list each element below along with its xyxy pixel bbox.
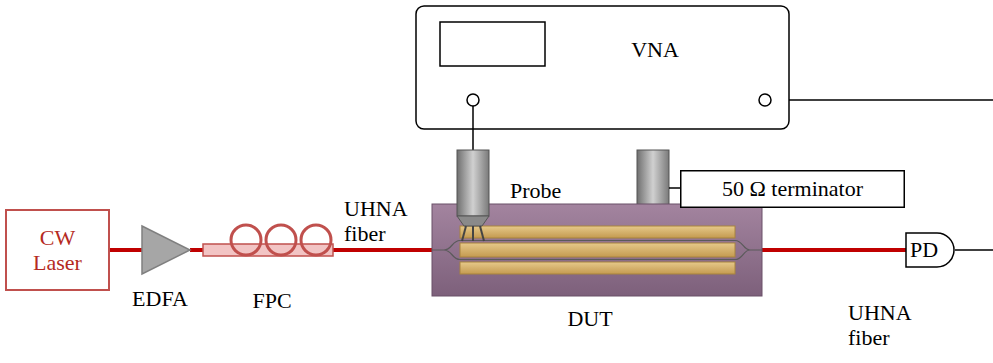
node-label: FPC (240, 288, 304, 313)
terminator-box: 50 Ω terminator (680, 170, 905, 208)
rf-wire (669, 187, 680, 189)
node-label: PD (907, 232, 941, 268)
fiber-label: UHNA fiber (344, 196, 424, 247)
optical-fiber (333, 248, 432, 252)
optical-fiber (109, 248, 142, 252)
optical-fiber (190, 248, 203, 252)
node-label: VNA (610, 37, 700, 62)
laser-box: CW Laser (5, 209, 110, 291)
rf-wire (771, 99, 993, 101)
node-label: Probe (510, 178, 582, 203)
polarization-controller: FPC (200, 222, 336, 316)
vna-box: VNA (415, 5, 790, 130)
rf-cable (472, 129, 474, 150)
node-label: 50 Ω terminator (680, 170, 905, 208)
label-line: 50 Ω terminator (722, 176, 863, 201)
optical-fiber (762, 248, 906, 252)
fiber-label: UHNA fiber (848, 300, 928, 351)
label-line: PD (910, 237, 938, 262)
node-label: CW Laser (5, 209, 110, 291)
vna-box-outline (415, 5, 790, 130)
rf-wire (955, 249, 993, 251)
node-label: DUT (550, 306, 630, 331)
node-label: EDFA (128, 286, 192, 311)
amplifier-triangle: EDFA (128, 226, 198, 316)
label-line: CW Laser (22, 225, 94, 276)
photodetector: PD (905, 232, 957, 268)
probe: Probe (452, 148, 582, 243)
